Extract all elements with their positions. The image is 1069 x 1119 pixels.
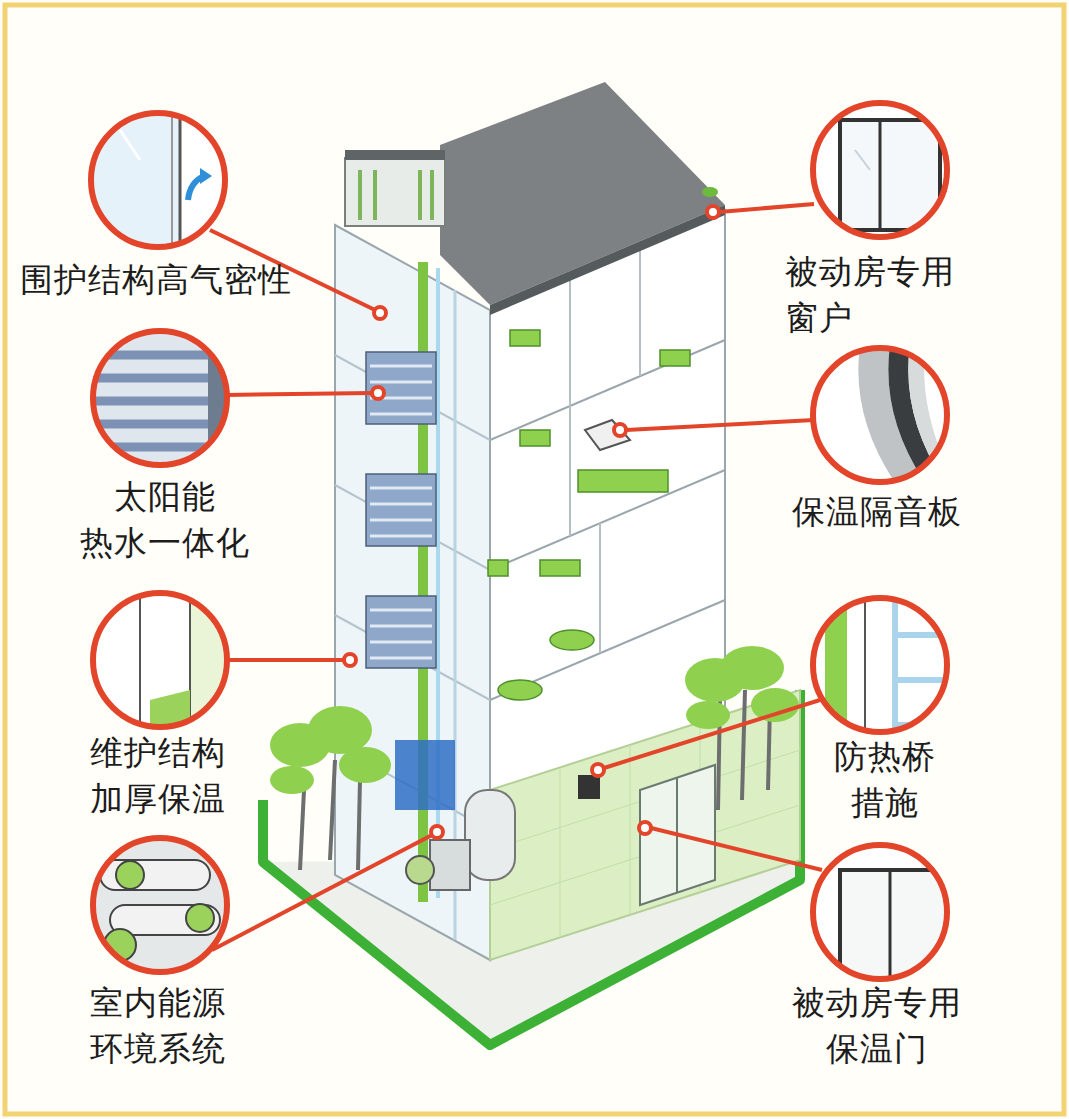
frame: [5, 5, 1064, 1114]
callout-label: 室内能源 环境系统: [58, 980, 258, 1072]
building: [335, 82, 800, 960]
callout-label: 保温隔音板: [792, 489, 962, 535]
callout-label: 被动房专用 保温门: [767, 980, 987, 1072]
callout-label: 太阳能 热水一体化: [65, 474, 265, 566]
callout-label: 防热桥 措施: [805, 734, 965, 826]
leader-lines: [210, 204, 822, 950]
callout-label: 维护结构 加厚保温: [58, 730, 258, 822]
callout-label: 围护结构高气密性: [20, 257, 292, 303]
trees: [270, 646, 799, 870]
callout-label: 被动房专用 窗户: [785, 249, 1005, 341]
leader-dots: [344, 206, 719, 838]
